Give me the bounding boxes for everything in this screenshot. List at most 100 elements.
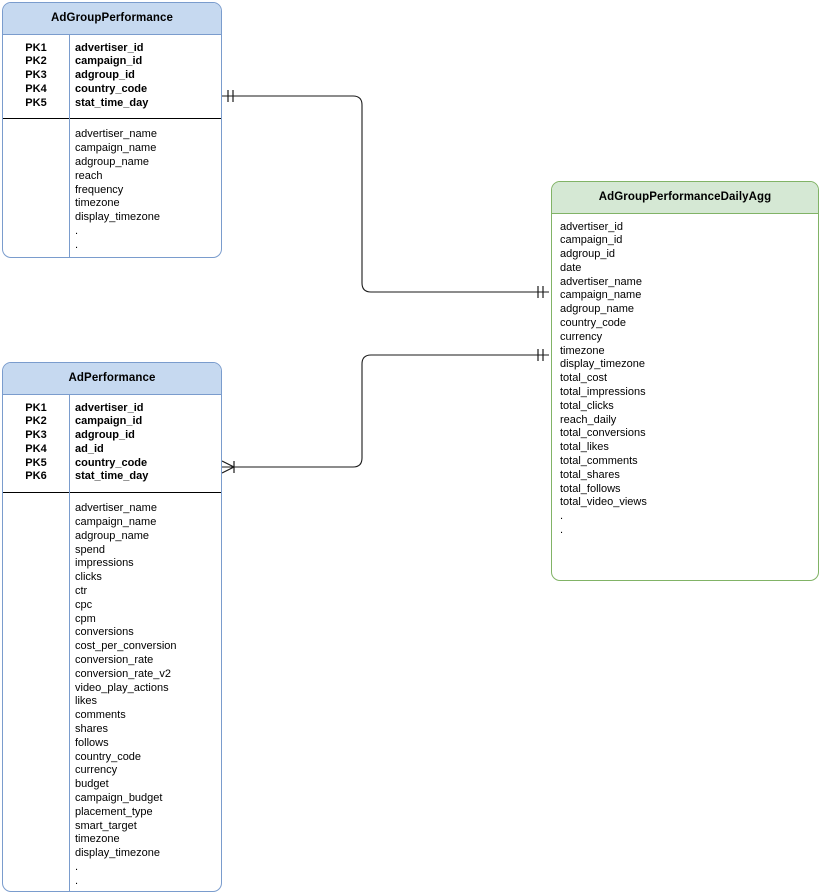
key-field: campaign_id xyxy=(75,415,143,428)
attribute-field: total_clicks xyxy=(560,399,614,412)
attribute-field: impressions xyxy=(75,557,134,570)
entity-adgroup-performance-daily-agg[interactable]: AdGroupPerformanceDailyAgg advertiser_id… xyxy=(551,181,819,581)
attribute-fields: advertiser_name campaign_name adgroup_na… xyxy=(69,493,221,891)
attribute-field: shares xyxy=(75,723,109,736)
attribute-field: likes xyxy=(75,695,98,708)
attribute-ellipsis: . xyxy=(560,524,564,537)
primary-key-section: PK1 PK2 PK3 PK4 PK5 advertiser_id campai… xyxy=(3,35,221,120)
attribute-field: reach_daily xyxy=(560,413,617,426)
attribute-field: country_code xyxy=(560,317,627,330)
attribute-gutter xyxy=(3,119,69,257)
attribute-field: total_follows xyxy=(560,482,621,495)
pk-label: PK2 xyxy=(25,55,47,68)
attribute-field: campaign_budget xyxy=(75,792,163,805)
attribute-field: campaign_name xyxy=(75,142,157,155)
pk-label: PK1 xyxy=(25,41,47,54)
attribute-field: spend xyxy=(75,543,105,556)
pk-label: PK5 xyxy=(25,456,47,469)
attribute-field: placement_type xyxy=(75,805,153,818)
attribute-field: smart_target xyxy=(75,819,137,832)
entity-body-ad-performance: PK1 PK2 PK3 PK4 PK5 PK6 advertiser_id ca… xyxy=(3,394,221,891)
entity-adgroup-performance[interactable]: AdGroupPerformance PK1 PK2 PK3 PK4 PK5 a… xyxy=(2,2,222,258)
relationship-adgroup-to-agg xyxy=(222,90,549,298)
attribute-field: display_timezone xyxy=(75,211,160,224)
attribute-field: cpm xyxy=(75,612,96,625)
attribute-field: display_timezone xyxy=(560,358,645,371)
attribute-field: budget xyxy=(75,778,109,791)
attribute-field: currency xyxy=(560,330,603,343)
attribute-field: advertiser_name xyxy=(75,502,157,515)
column-divider xyxy=(69,394,70,891)
key-field: country_code xyxy=(75,82,148,95)
attribute-field: total_impressions xyxy=(560,386,646,399)
attribute-field: conversion_rate xyxy=(75,654,154,667)
pk-label: PK5 xyxy=(25,96,47,109)
entity-title-ad-performance: AdPerformance xyxy=(3,363,221,395)
attribute-field: total_shares xyxy=(560,468,620,481)
attribute-fields: advertiser_name campaign_name adgroup_na… xyxy=(69,119,221,257)
attribute-ellipsis: . xyxy=(75,238,79,251)
primary-key-labels: PK1 PK2 PK3 PK4 PK5 PK6 xyxy=(3,395,69,493)
entity-title-adgroup-performance-daily-agg: AdGroupPerformanceDailyAgg xyxy=(552,182,818,214)
attribute-field: display_timezone xyxy=(75,847,160,860)
pk-label: PK4 xyxy=(25,442,47,455)
attribute-field: follows xyxy=(75,736,109,749)
relationship-ad-to-agg xyxy=(221,349,549,474)
attribute-field: reach xyxy=(75,169,103,182)
attribute-field: timezone xyxy=(75,197,120,210)
pk-label: PK6 xyxy=(25,470,47,483)
attribute-field: comments xyxy=(75,709,126,722)
attribute-field: adgroup_name xyxy=(560,303,635,316)
attribute-field: cpc xyxy=(75,598,93,611)
pk-label: PK1 xyxy=(25,401,47,414)
pk-label: PK3 xyxy=(25,429,47,442)
attribute-field: total_video_views xyxy=(560,496,647,509)
attribute-field: adgroup_id xyxy=(560,248,616,261)
attribute-field: total_cost xyxy=(560,372,608,385)
pk-label: PK4 xyxy=(25,82,47,95)
key-field: ad_id xyxy=(75,442,104,455)
attribute-field: cost_per_conversion xyxy=(75,640,177,653)
primary-key-labels: PK1 PK2 PK3 PK4 PK5 xyxy=(3,35,69,119)
attribute-ellipsis: . xyxy=(75,874,79,887)
attribute-section: advertiser_name campaign_name adgroup_na… xyxy=(3,119,221,257)
cardinality-one-or-many-crowsfoot xyxy=(221,460,235,474)
attribute-field: campaign_id xyxy=(560,234,623,247)
entity-body-adgroup-performance-daily-agg: advertiser_id campaign_id adgroup_id dat… xyxy=(552,214,818,544)
attribute-field: total_likes xyxy=(560,441,609,454)
attribute-field: adgroup_name xyxy=(75,529,150,542)
key-field: stat_time_day xyxy=(75,96,149,109)
attribute-field: advertiser_name xyxy=(560,275,642,288)
attribute-section: advertiser_name campaign_name adgroup_na… xyxy=(3,493,221,891)
attribute-field: conversion_rate_v2 xyxy=(75,667,172,680)
attribute-field: advertiser_name xyxy=(75,128,157,141)
attribute-field: adgroup_name xyxy=(75,156,150,169)
entity-title-adgroup-performance: AdGroupPerformance xyxy=(3,3,221,35)
attribute-field: country_code xyxy=(75,750,142,763)
pk-label: PK2 xyxy=(25,415,47,428)
attribute-gutter xyxy=(3,493,69,891)
attribute-ellipsis: . xyxy=(75,225,79,238)
attribute-ellipsis: . xyxy=(560,510,564,523)
cardinality-one-and-only-one-right-2 xyxy=(537,349,544,361)
primary-key-fields: advertiser_id campaign_id adgroup_id cou… xyxy=(69,35,221,119)
cardinality-one-and-only-one-left xyxy=(227,90,234,102)
attribute-field: campaign_name xyxy=(75,516,157,529)
primary-key-fields: advertiser_id campaign_id adgroup_id ad_… xyxy=(69,395,221,493)
attribute-field: advertiser_id xyxy=(560,220,623,233)
key-field: advertiser_id xyxy=(75,41,144,54)
column-divider xyxy=(69,34,70,257)
key-field: adgroup_id xyxy=(75,429,135,442)
attribute-field: clicks xyxy=(75,571,102,584)
attribute-field: total_conversions xyxy=(560,427,646,440)
key-field: campaign_id xyxy=(75,55,143,68)
attribute-field: campaign_name xyxy=(560,289,642,302)
entity-body-adgroup-performance: PK1 PK2 PK3 PK4 PK5 advertiser_id campai… xyxy=(3,34,221,257)
attribute-field: ctr xyxy=(75,585,88,598)
attribute-field: total_comments xyxy=(560,455,638,468)
attribute-field: video_play_actions xyxy=(75,681,169,694)
entity-ad-performance[interactable]: AdPerformance PK1 PK2 PK3 PK4 PK5 PK6 ad… xyxy=(2,362,222,892)
primary-key-section: PK1 PK2 PK3 PK4 PK5 PK6 advertiser_id ca… xyxy=(3,395,221,494)
key-field: stat_time_day xyxy=(75,470,149,483)
